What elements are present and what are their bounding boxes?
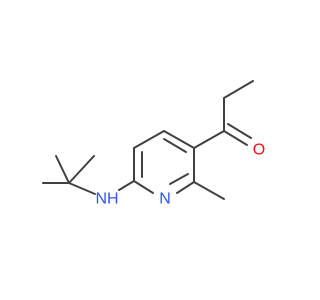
bond-ethyl-ch2-ch3 [223,80,254,99]
bond-tbu-to-nh [68,182,96,195]
bond-ring-n1-c2 [176,181,195,194]
bond-ring-c3-c4 [163,130,195,149]
bond-ring-c4-c5 [133,130,165,149]
chemical-structure: N NH O [42,80,265,208]
bond-ring-c6-n1 [133,180,154,194]
bond-nh-to-ring [118,180,135,191]
bond-carbonyl-co-b [227,123,252,139]
bond-tbu-methyl-top-left [55,155,70,184]
ring-nitrogen-label: N [159,191,171,208]
bond-ring-methyl [193,181,225,200]
carbonyl-oxygen-label: O [253,142,265,159]
amine-nh-label: NH [95,191,118,208]
bond-tbu-methyl-top-right [68,155,95,184]
bond-carbonyl-co-a [223,130,248,146]
bond-ring-c3-c4-inner [163,138,187,153]
bond-ring-n1-c2-inner [169,173,189,185]
bond-ring-to-carbonyl [193,130,225,149]
